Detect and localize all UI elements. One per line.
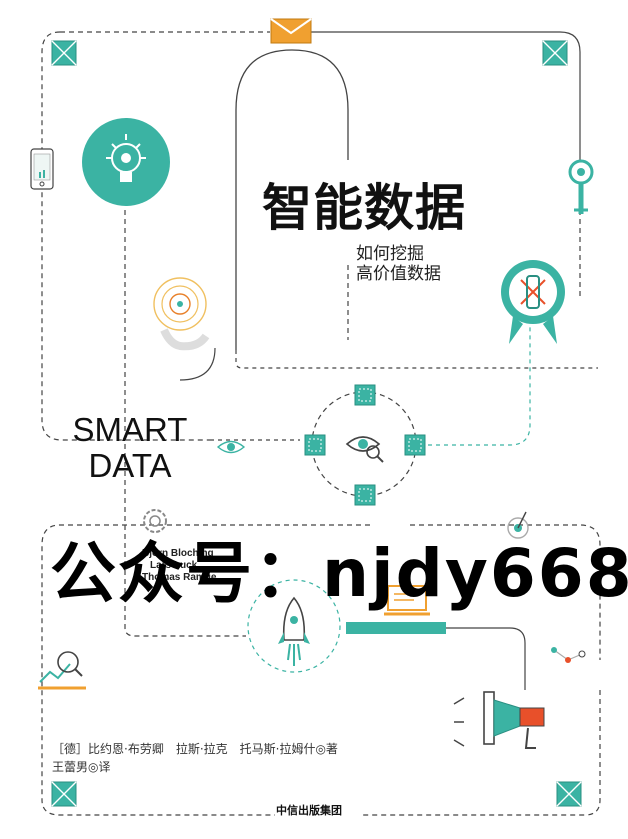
watermark-text: 公众号：njdy668 — [50, 535, 628, 612]
publisher: 中信出版集团 — [276, 804, 342, 817]
megaphone-icon — [453, 691, 545, 749]
small-eye-icon — [216, 440, 246, 454]
corner-square-icon — [51, 40, 77, 66]
rocket-icon — [278, 596, 310, 666]
network-nodes-icon — [551, 647, 586, 663]
wrench-gear-icon — [568, 159, 594, 214]
title-chinese: 智能数据 — [262, 179, 466, 237]
node-square-icon — [354, 484, 376, 506]
laptop-icon — [384, 585, 430, 616]
author-en-1: Björn Bloching — [142, 548, 214, 559]
title-english: SMART DATA — [62, 412, 198, 484]
corner-square-icon — [51, 781, 77, 807]
eye-magnifier-icon — [345, 436, 384, 463]
corner-square-icon — [542, 40, 568, 66]
node-square-icon — [404, 434, 426, 456]
chart-magnifier-icon — [38, 651, 86, 690]
envelope-icon — [270, 18, 312, 44]
credit-authors: ［德］比约恩·布劳卿 拉斯·拉克 托马斯·拉姆什◎著 — [52, 742, 338, 756]
author-en-3: Thomas Ramge — [142, 572, 217, 583]
fingerprint-icon — [153, 277, 210, 351]
title-english-line-1: SMART — [72, 411, 188, 448]
node-square-icon — [304, 434, 326, 456]
authors-english: Björn Bloching Lars Luck Thomas Ramge — [142, 548, 216, 584]
rocket-badge-icon — [501, 260, 565, 344]
subtitle-line-1: 如何挖掘 — [356, 244, 424, 264]
credit-translator: 王蕾男◎译 — [52, 760, 111, 774]
corner-square-icon — [556, 781, 582, 807]
target-arrow-icon — [507, 511, 529, 539]
gear-icon — [143, 509, 167, 533]
smartphone-icon — [30, 148, 54, 190]
lightbulb-gear-icon — [82, 118, 170, 206]
subtitle: 如何挖掘 高价值数据 — [356, 244, 441, 284]
author-en-2: Lars Luck — [150, 560, 198, 571]
node-square-icon — [354, 384, 376, 406]
subtitle-line-2: 高价值数据 — [356, 264, 441, 284]
title-english-line-2: DATA — [88, 447, 172, 484]
